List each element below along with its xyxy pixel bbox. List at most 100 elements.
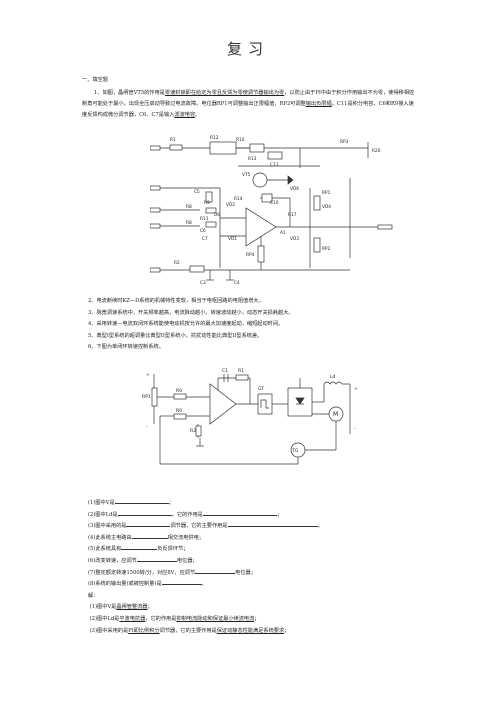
circuit1-label: RP1 xyxy=(322,190,331,196)
q1-answer-3: 滤波电容 xyxy=(174,112,196,118)
answer-blank xyxy=(126,521,171,528)
circuit1-label: R8 xyxy=(186,220,192,226)
question-text: ； xyxy=(276,511,283,518)
circuit2-label: R2 xyxy=(190,428,196,434)
question-text: 电位器； xyxy=(235,569,256,576)
circuit2-label: RP1 xyxy=(142,394,151,400)
circuit1-label: R8 xyxy=(186,204,192,210)
answer-blank xyxy=(195,568,236,574)
circuit2-label: Ld xyxy=(330,374,336,380)
answer-item: (2)图中Ld是平波电抗器，它的作用是抑制电流脉动和保证最小续流电流； xyxy=(88,614,418,626)
circuit1-label: R10 xyxy=(236,137,245,143)
speed-regulator-circuit-diagram: R1 R10 R12 R13 C11 RP3 R20 VT5 VD6 C5 R9… xyxy=(150,135,393,286)
circuit2-label: + xyxy=(354,386,358,392)
answer-text: (3)图中采用的是 xyxy=(89,627,129,634)
circuit2-label: - xyxy=(146,425,148,430)
circuit1-label: D6 xyxy=(214,212,220,218)
circuit2-label: R0 xyxy=(176,408,182,414)
answer-fill: 晶闸管整流器 xyxy=(116,604,148,611)
circuit1-label: C6 xyxy=(200,228,206,234)
circuit2-label: R0 xyxy=(176,388,182,394)
circuit1-label: R9 xyxy=(204,200,210,206)
q1-text-5: ，C6、C7是输入 xyxy=(133,112,175,118)
circuit1-label: C4 xyxy=(234,280,240,286)
circuit1-label: VD6 xyxy=(290,186,299,192)
circuit1-label: R12 xyxy=(210,135,219,141)
question-text: 相交流电供电； xyxy=(167,534,204,541)
circuit1-label: R1 xyxy=(170,137,176,143)
list-item: 2、电流断续时KZ—D系统的机械特性变软，相当于电枢回路的电阻值增大。 xyxy=(88,298,264,304)
circuit1-label: R13 xyxy=(248,156,257,162)
answer-heading: 解： xyxy=(88,592,99,599)
circuit1-label: VD4 xyxy=(322,204,331,210)
answer-blank xyxy=(131,533,168,539)
question-item: (8)系统的输出量(或被控制量)是 。 xyxy=(88,579,418,591)
circuit2-label: - xyxy=(354,427,356,432)
circuit2-label: + xyxy=(146,372,150,378)
answer-blank xyxy=(227,521,318,528)
question-list: (1)图中V是； (2)图中Ld是，它的作用是； (3)图中采用的是调节器，它的… xyxy=(88,498,418,637)
question-item: (3)图中采用的是调节器，它的主要作用是； xyxy=(88,521,418,533)
q1-text-2: ，以防止由于PI中由于积分作用输出不为零，使得移相控制角可能处于最小，出现全压启… xyxy=(82,90,415,107)
question-item: (2)图中Ld是 ，它的作用是 ； xyxy=(88,510,418,522)
statement-list: 2、电流断续时KZ—D系统的机械特性变软，相当于电枢回路的电阻值增大。 3、脉宽… xyxy=(88,296,418,354)
q1-text-1: 1、如图，晶闸管VT5的作用是 xyxy=(94,90,165,96)
circuit1-label: RP2 xyxy=(322,246,331,252)
answer-fill: 抑制电流脉动和保证最小续流电流 xyxy=(176,615,255,622)
circuit1-label: VT5 xyxy=(242,172,251,178)
circuit1-label: R2 xyxy=(174,260,180,266)
list-item: 3、脉宽调速系统中，开关频率越高，电流脉动越小，转速波动越小，动态开关损耗越大。 xyxy=(88,309,294,316)
answer-item: (1)图中V是晶闸管整流器； xyxy=(88,602,418,614)
circuit1-label: VD2 xyxy=(226,202,235,208)
circuit1-label: R11 xyxy=(200,216,209,222)
question-text: (8)系统的输出量(或被控制量)是 xyxy=(88,581,162,588)
answer-fill: PI即比例积分 xyxy=(128,627,160,634)
question-item: (1)图中V是 ； xyxy=(88,498,418,510)
circuit2-label: TG xyxy=(291,448,299,454)
closed-loop-speed-control-diagram: M RP1 R0 R0 C1 R1 R2 GT xyxy=(142,368,358,465)
question-text: ，它的作用是 xyxy=(171,511,203,518)
answer-text: 调节器，它的主要作用是 xyxy=(159,627,217,634)
q1-answer-2: 输出负限幅 xyxy=(305,101,332,107)
question-item: (7)整定额定转速1500转/分，对应8V，应调节电位器； xyxy=(88,568,418,580)
answer-text: (1)图中V是 xyxy=(89,604,117,611)
answer-item: (3)图中采用的是PI即比例积分调节器，它的主要作用是保证动静态性能满足系统要求… xyxy=(88,626,418,638)
question-text: ； xyxy=(168,500,174,506)
answer-blank xyxy=(161,579,202,586)
motor-symbol-label: M xyxy=(333,411,338,418)
question-item: (6)改变转速，应调节电位器； xyxy=(88,556,418,568)
circuit1-label: RP4 xyxy=(246,252,255,258)
page-title: 复习 xyxy=(226,40,269,58)
circuit1-label: A1 xyxy=(280,230,286,236)
answer-text: ； xyxy=(254,615,260,622)
answer-fill: 保证动静态性能满足系统要求 xyxy=(216,627,285,634)
circuit1-label: C11 xyxy=(270,162,279,168)
circuit2-label: GT xyxy=(258,386,264,392)
answer-fill: 平波电抗器 xyxy=(119,615,146,622)
circuit1-label: VD3 xyxy=(290,236,299,242)
answer-blank xyxy=(121,544,158,551)
question-text: (1)图中V是 xyxy=(88,500,115,506)
circuit2-label: R1 xyxy=(238,368,244,374)
list-item: 4、采用转速—电流双闭环系统能使电动机按允许的最大加速度起动，缩短起动时间。 xyxy=(88,321,284,328)
q1-text-4: 。C11是积分电容，C6和R9接入速度反馈构成微分调节器 xyxy=(82,101,414,118)
list-item: 5、典型I型系统的超调量比典型II型系统小，抗扰动性能比典型II型系统差。 xyxy=(88,332,263,339)
q1-text-6: 。 xyxy=(195,112,201,118)
answer-text: (2)图中Ld是 xyxy=(89,615,120,622)
circuit1-label: R14 xyxy=(234,196,243,202)
question-text: ； xyxy=(317,523,323,530)
answer-text: ，它的作用是 xyxy=(145,615,177,622)
question-text: (3)图中采用的是 xyxy=(88,523,127,530)
question-text: (2)图中Ld是 xyxy=(88,511,118,518)
question-item: (5)此系统具有负反馈环节； xyxy=(88,544,418,556)
answer-text: ； xyxy=(284,627,290,634)
list-item: 6、下图为单闭环转速控制系统。 xyxy=(88,344,164,351)
section-heading: 一、填空题 xyxy=(82,77,108,83)
circuit1-label: VD1 xyxy=(228,236,237,242)
question-text: (6)改变转速，应调节 xyxy=(88,557,137,564)
question-text: 负反馈环节； xyxy=(157,546,189,553)
question-text: 。 xyxy=(201,581,207,588)
q1-text-3: 。电位器RP1可调整输出正限幅值，RP2可调整 xyxy=(196,101,306,107)
answer-blank xyxy=(117,510,172,516)
